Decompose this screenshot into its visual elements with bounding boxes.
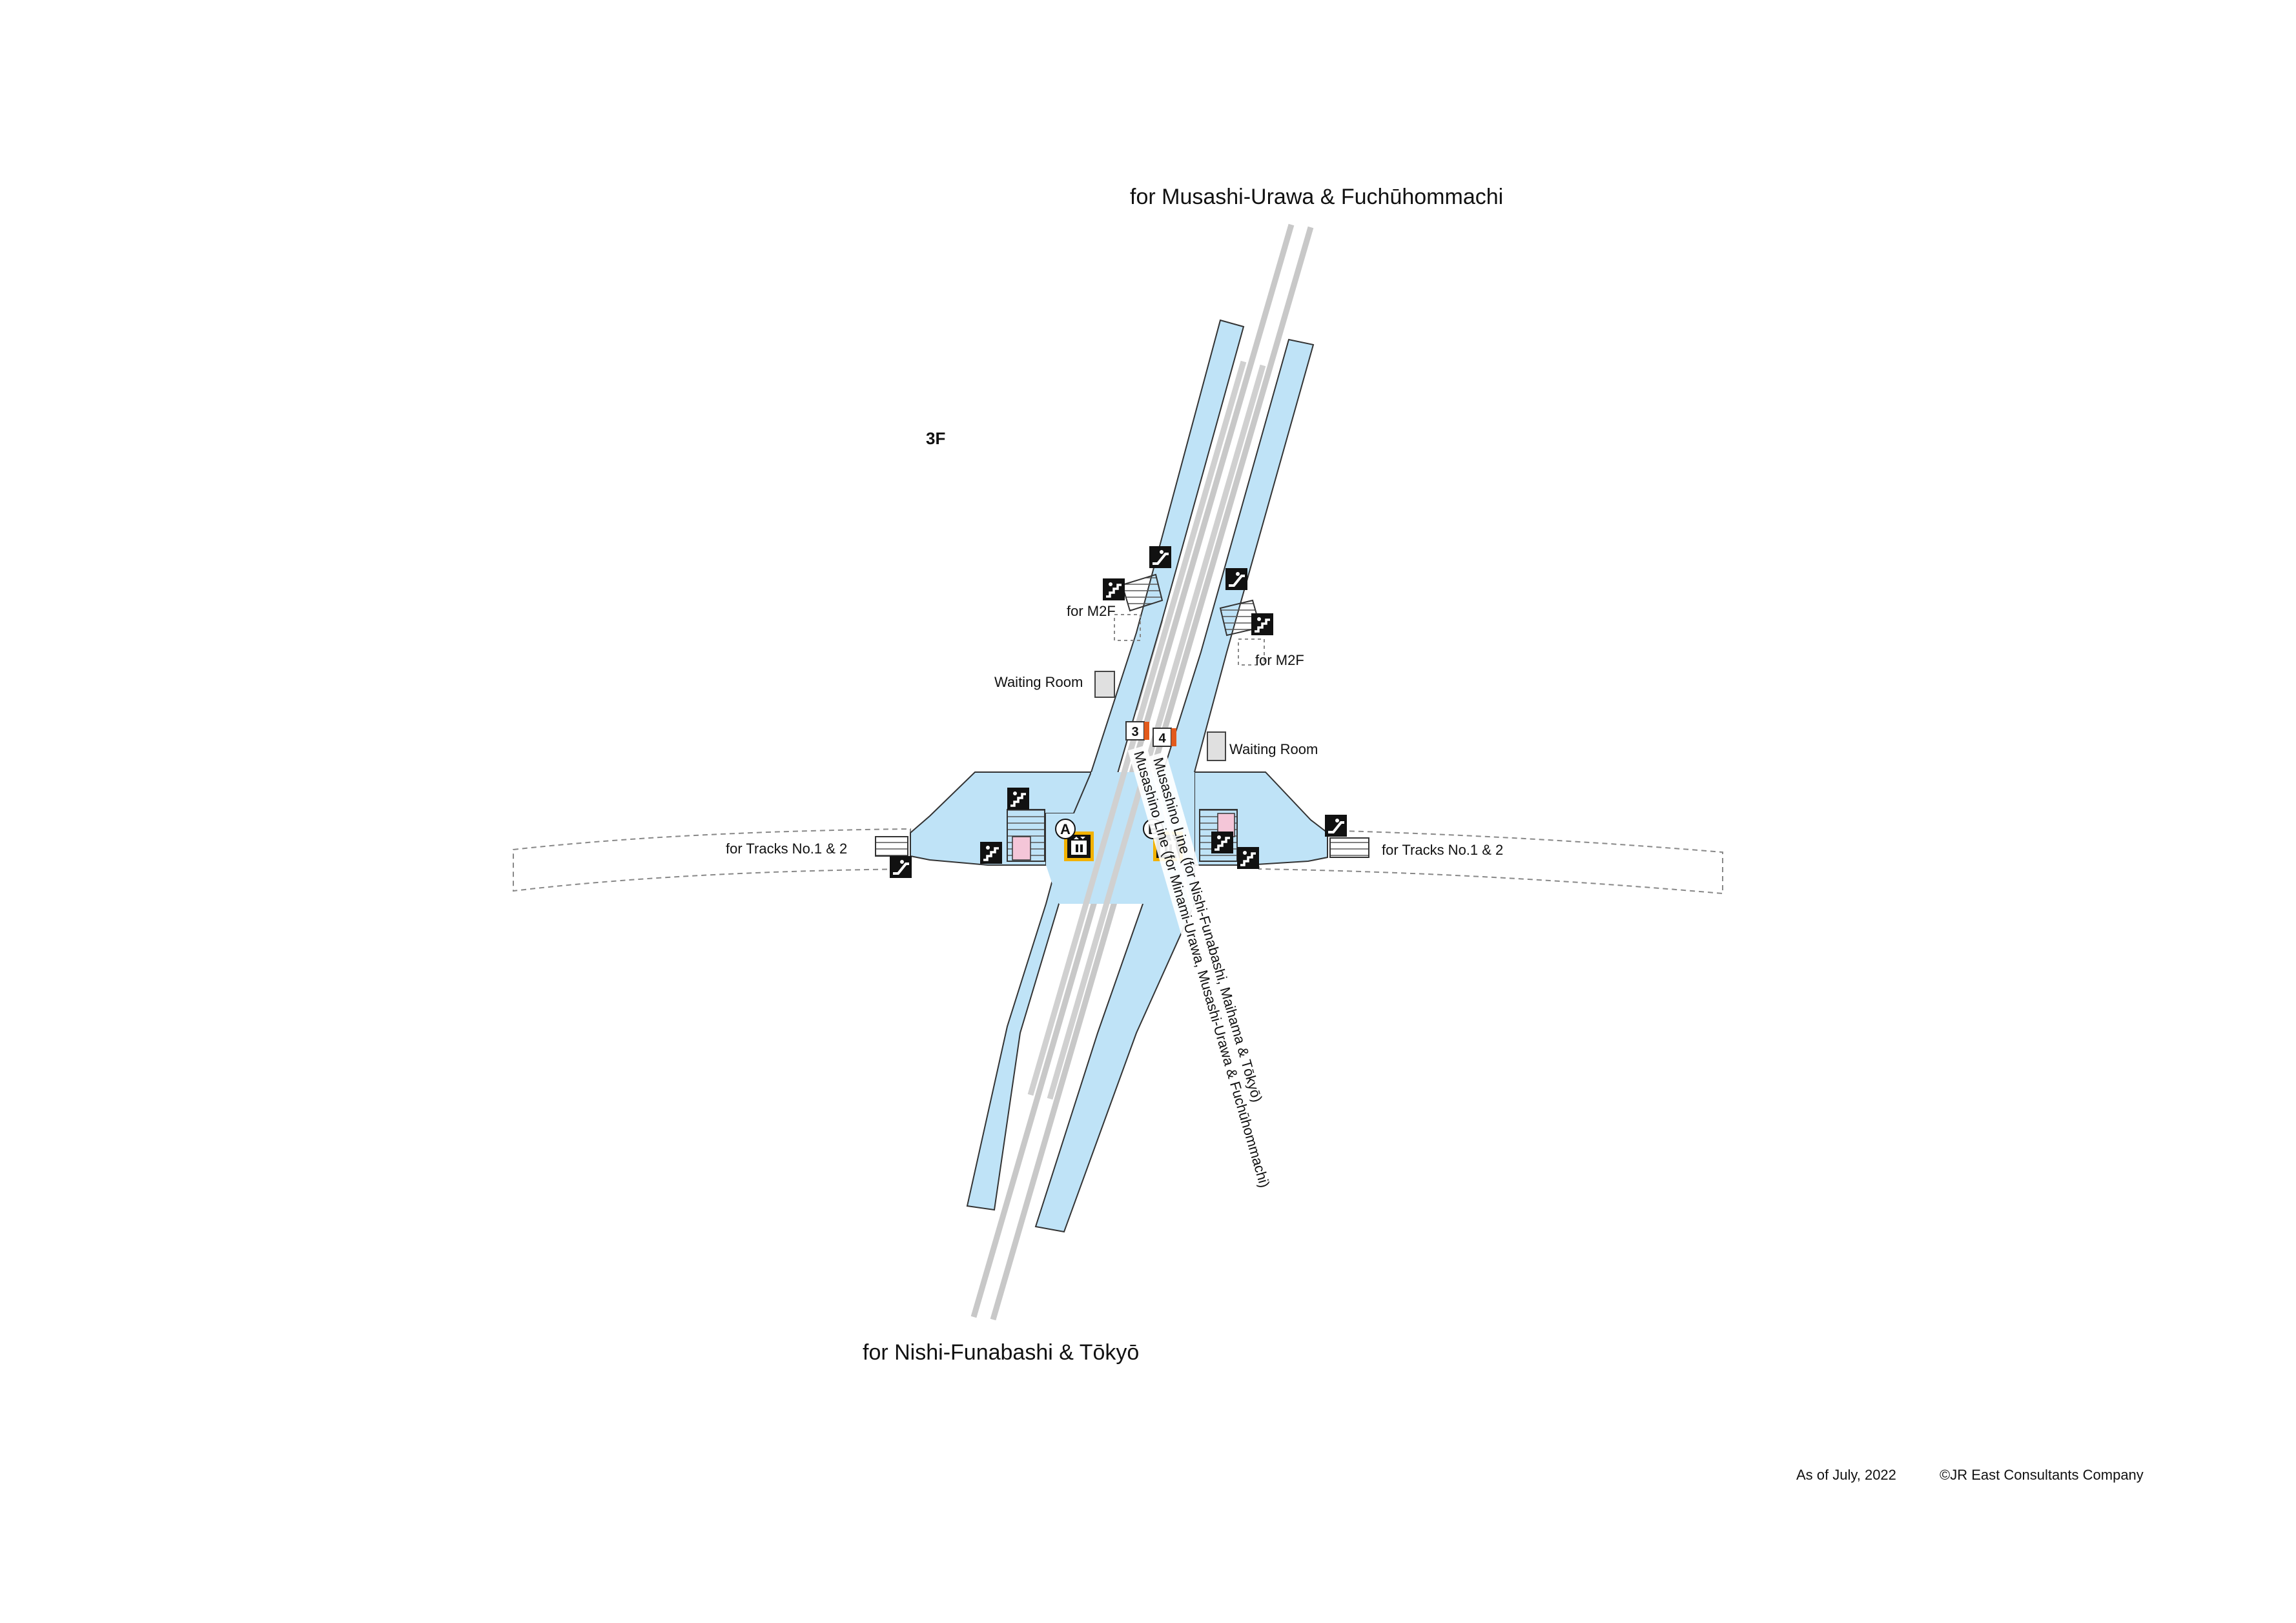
waiting-room-left [1094, 671, 1115, 698]
wing-stairs-west [875, 836, 908, 857]
platform-3 [966, 319, 1245, 1211]
label-tracks-right: for Tracks No.1 & 2 [1382, 842, 1503, 858]
stairs-icon [1102, 577, 1126, 602]
concourse-stairs-west [1007, 809, 1045, 862]
footer-copyright: ©JR East Consultants Company [1940, 1467, 2144, 1483]
label-tracks-left: for Tracks No.1 & 2 [726, 841, 847, 857]
platform-number-3: 3 [1125, 721, 1149, 740]
label-waiting-right: Waiting Room [1229, 741, 1318, 757]
svg-text:3: 3 [1131, 725, 1138, 739]
stairs-icon [1210, 830, 1235, 855]
footer-as-of: As of July, 2022 [1796, 1467, 1896, 1483]
platform-number-4: 4 [1153, 728, 1176, 747]
stairs-block-m2f-right [1219, 599, 1265, 666]
escalator-icon [1224, 567, 1249, 591]
stairs-block-m2f-left [1114, 573, 1163, 641]
elevator-marker-a: A [1055, 819, 1076, 839]
escalator-icon [888, 855, 913, 879]
label-m2f-left: for M2F [1067, 603, 1116, 619]
label-m2f-right: for M2F [1255, 652, 1304, 668]
escalator-icon [1148, 545, 1173, 569]
wing-stairs-east [1329, 837, 1369, 858]
waiting-room-right [1207, 731, 1226, 761]
lower-tracks-outline-left [513, 828, 911, 892]
svg-text:4: 4 [1158, 731, 1166, 746]
direction-north: for Musashi-Urawa & Fuchūhommachi [1130, 185, 1503, 209]
svg-text:A: A [1060, 821, 1071, 837]
direction-south: for Nishi-Funabashi & Tōkyō [863, 1340, 1139, 1365]
stairs-icon [979, 841, 1003, 865]
stairs-icon [1006, 786, 1030, 811]
stairs-icon [1236, 846, 1260, 870]
floor-label: 3F [926, 429, 945, 448]
stairs-icon [1250, 612, 1275, 637]
label-waiting-left: Waiting Room [994, 674, 1083, 690]
lower-tracks-outline-right [1258, 828, 1723, 895]
escalator-icon [1324, 813, 1348, 838]
